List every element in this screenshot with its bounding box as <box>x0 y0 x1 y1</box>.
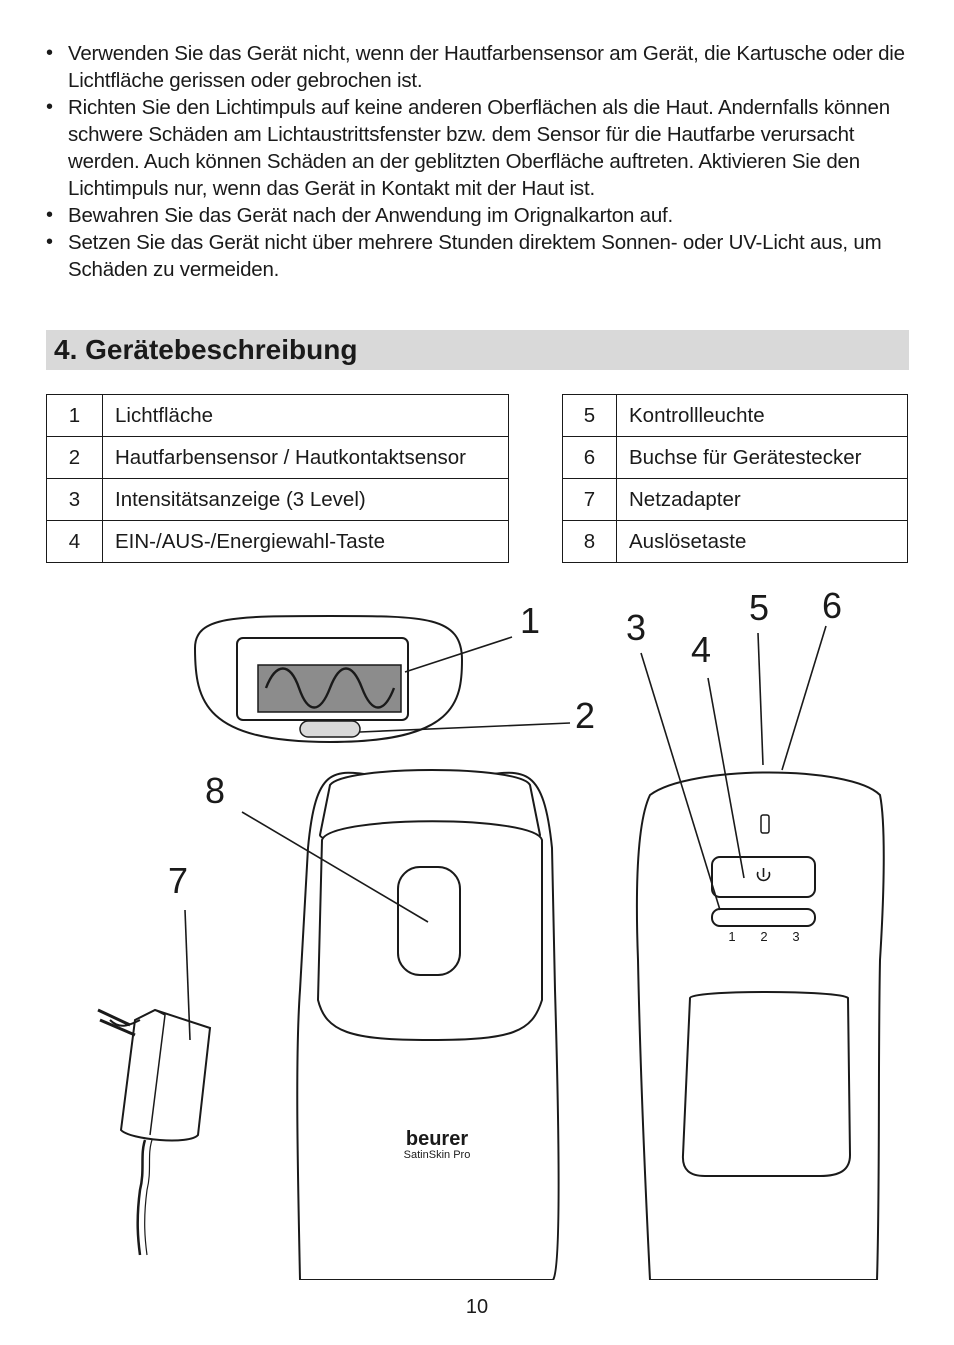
callout-5: 5 <box>749 587 769 628</box>
callout-7: 7 <box>168 860 188 901</box>
part-label: Kontrollleuchte <box>616 394 908 437</box>
part-number: 7 <box>562 478 617 521</box>
brand-logo: beurer <box>406 1128 468 1150</box>
part-number: 5 <box>562 394 617 437</box>
bullet-text: Verwenden Sie das Gerät nicht, wenn der … <box>68 42 905 92</box>
device-diagram: beurer SatinSkin Pro 1 2 3 1 2 3 <box>97 585 885 1280</box>
part-label: Lichtfläche <box>102 394 509 437</box>
bullet-text: Setzen Sie das Gerät nicht über mehrere … <box>68 231 882 281</box>
callout-2: 2 <box>575 695 595 736</box>
bullet-text: Richten Sie den Lichtimpuls auf keine an… <box>68 96 890 200</box>
part-number: 3 <box>46 478 103 521</box>
skin-color-sensor <box>299 720 361 738</box>
light-cartridge-illustration <box>193 615 464 744</box>
level-label: 3 <box>792 929 799 944</box>
bullet-item: • Bewahren Sie das Gerät nach der Anwendu… <box>46 202 910 229</box>
page-number: 10 <box>465 1296 489 1318</box>
bullet-dot: • <box>46 204 53 226</box>
part-label: EIN-/AUS-/Energiewahl-Taste <box>102 520 509 563</box>
part-label: Buchse für Gerätestecker <box>616 436 908 479</box>
part-label: Intensitätsanzeige (3 Level) <box>102 478 509 521</box>
bullet-item: • Setzen Sie das Gerät nicht über mehrere… <box>46 229 910 283</box>
callout-3: 3 <box>626 607 646 648</box>
trigger-button <box>397 866 461 976</box>
status-light <box>760 814 770 834</box>
section-header-bar: 4. Gerätebeschreibung <box>46 330 909 370</box>
bullet-dot: • <box>46 231 53 253</box>
callout-8: 8 <box>205 770 225 811</box>
safety-bullet-list: • Verwenden Sie das Gerät nicht, wenn der… <box>46 40 910 283</box>
level-label: 2 <box>760 929 767 944</box>
device-back-illustration: 1 2 3 <box>635 771 885 1280</box>
callout-1: 1 <box>520 600 540 641</box>
bullet-dot: • <box>46 96 53 118</box>
bullet-text: Bewahren Sie das Gerät nach der Anwendun… <box>68 204 674 227</box>
power-icon <box>756 868 771 882</box>
bullet-dot: • <box>46 42 53 64</box>
part-number: 1 <box>46 394 103 437</box>
callout-6: 6 <box>822 585 842 626</box>
callout-leaders <box>184 625 827 1041</box>
level-label: 1 <box>728 929 735 944</box>
part-number: 6 <box>562 436 617 479</box>
part-label: Auslösetaste <box>616 520 908 563</box>
part-label: Hautfarbensensor / Hautkontaktsensor <box>102 436 509 479</box>
part-label: Netzadapter <box>616 478 908 521</box>
device-front-illustration: beurer SatinSkin Pro <box>296 769 560 1280</box>
model-name: SatinSkin Pro <box>404 1149 471 1161</box>
part-number: 8 <box>562 520 617 563</box>
intensity-indicator <box>711 908 816 927</box>
part-number: 2 <box>46 436 103 479</box>
part-number: 4 <box>46 520 103 563</box>
callout-4: 4 <box>691 629 711 670</box>
section-title: 4. Gerätebeschreibung <box>54 334 358 365</box>
power-adapter-illustration <box>97 1008 212 1256</box>
bullet-item: • Verwenden Sie das Gerät nicht, wenn der… <box>46 40 910 94</box>
bullet-item: • Richten Sie den Lichtimpuls auf keine a… <box>46 94 910 202</box>
